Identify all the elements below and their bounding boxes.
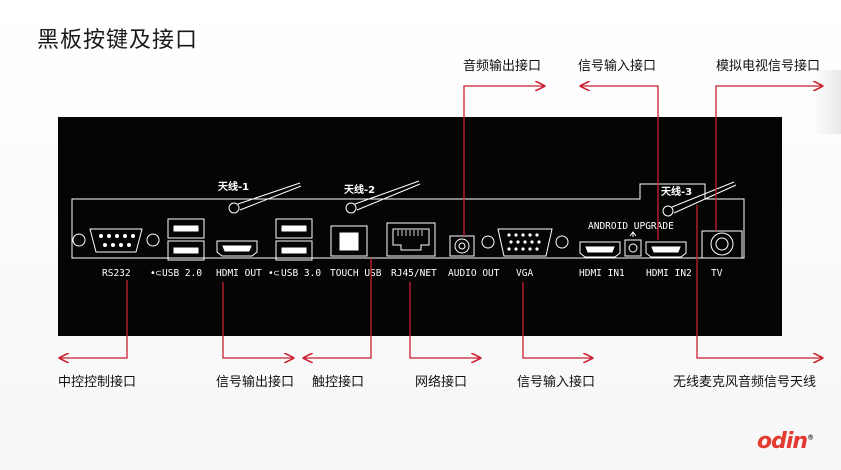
tv-port	[701, 230, 743, 259]
leader-signal-in-top	[581, 86, 659, 240]
hdmi-in2-port	[645, 241, 687, 258]
antenna-1	[228, 182, 302, 214]
callout-signal-in-bottom: 信号输入接口	[517, 375, 596, 390]
antenna-3	[662, 181, 737, 217]
rj45-port	[386, 222, 436, 257]
antenna-1-label: 天线-1	[218, 180, 249, 193]
label-usb3: USB 3.0	[281, 268, 321, 279]
leader-antenna	[696, 205, 822, 358]
leader-control	[60, 280, 128, 358]
antenna-2	[345, 180, 421, 214]
label-android-upgrade: ANDROID UPGRADE	[588, 221, 674, 232]
audio-out-port	[449, 235, 475, 257]
leader-network	[409, 282, 480, 358]
label-touch-usb: TOUCH USB	[330, 268, 382, 279]
label-audio-out: AUDIO OUT	[448, 268, 500, 279]
brand-logo: odin®	[757, 429, 814, 454]
hdmi-in1-port	[579, 241, 621, 258]
antenna-2-label: 天线-2	[344, 183, 375, 196]
leader-lines	[60, 86, 822, 358]
usb3-symbol: •⊂	[268, 268, 280, 279]
callout-signal-in-top: 信号输入接口	[578, 59, 657, 74]
leader-touch	[304, 258, 372, 358]
label-hdmi-out: HDMI OUT	[216, 268, 262, 279]
usb2-symbol: •⊂	[150, 268, 162, 279]
leader-tv	[715, 86, 822, 231]
brand-logo-text: odin	[757, 429, 808, 454]
label-rj45: RJ45/NET	[391, 268, 437, 279]
hdmi-out-port	[216, 240, 258, 257]
leader-signal-in-bottom	[522, 282, 592, 358]
label-hdmi-in1: HDMI IN1	[579, 268, 625, 279]
leader-audio-out	[463, 86, 544, 236]
android-upgrade-button	[624, 231, 642, 257]
touch-usb-port	[330, 225, 368, 257]
label-hdmi-in2: HDMI IN2	[646, 268, 692, 279]
callout-tv: 模拟电视信号接口	[716, 59, 821, 74]
leader-signal-out	[222, 282, 293, 358]
callout-control: 中控控制接口	[58, 375, 137, 390]
page-title: 黑板按键及接口	[37, 28, 199, 53]
usb2-ports	[167, 218, 205, 261]
label-rs232: RS232	[102, 268, 131, 279]
rs232-port	[72, 228, 160, 253]
usb3-ports	[275, 218, 313, 261]
callout-network: 网络接口	[415, 375, 468, 390]
vga-port	[481, 228, 569, 257]
callout-audio-out: 音频输出接口	[463, 59, 542, 74]
antenna-3-label: 天线-3	[661, 185, 692, 198]
label-vga: VGA	[516, 268, 533, 279]
corner-accent	[813, 70, 841, 134]
callout-signal-out: 信号输出接口	[216, 375, 295, 390]
label-usb2: USB 2.0	[162, 268, 202, 279]
brand-registered-mark: ®	[807, 433, 814, 442]
callout-touch: 触控接口	[312, 375, 365, 390]
label-tv: TV	[711, 268, 723, 279]
callout-antenna: 无线麦克风音频信号天线	[673, 375, 817, 390]
